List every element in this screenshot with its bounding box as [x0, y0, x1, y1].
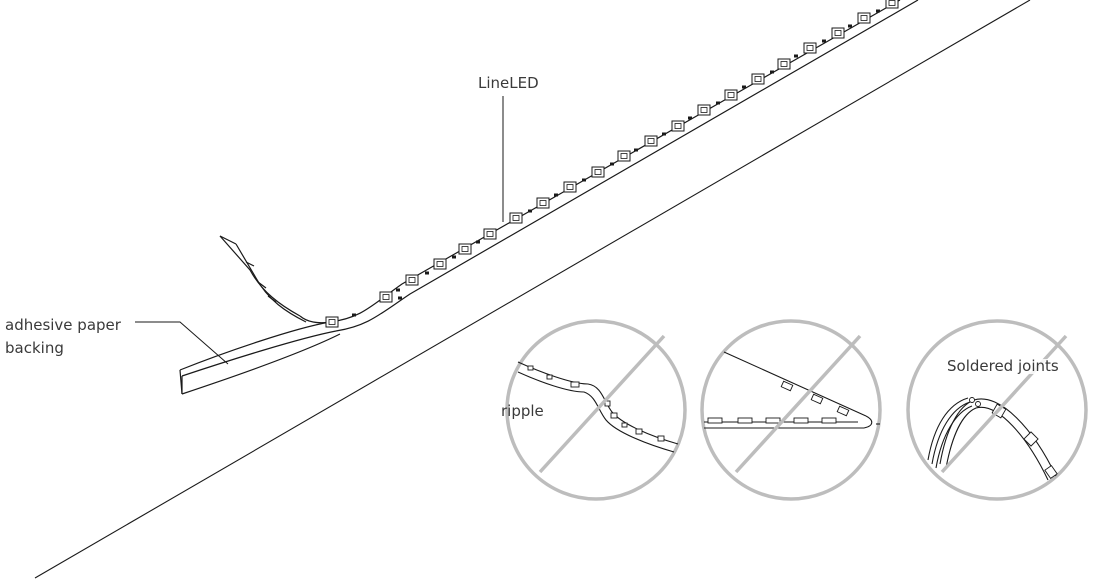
do-not-circle-bend [700, 319, 882, 501]
do-not-circle-soldered [906, 319, 1088, 501]
do-not-circle-ripple [505, 319, 687, 501]
surface-line [34, 0, 1031, 579]
adhesive-backing [179, 321, 341, 395]
adhesive-backing-label: adhesive paper backing [5, 316, 121, 357]
resistors [352, 9, 880, 317]
lineled-label: LineLED [478, 74, 539, 92]
strip-tail [219, 235, 307, 323]
ripple-label: ripple [501, 402, 544, 420]
led-strip [299, 0, 919, 332]
soldered-joints-label: Soldered joints [945, 357, 1061, 375]
